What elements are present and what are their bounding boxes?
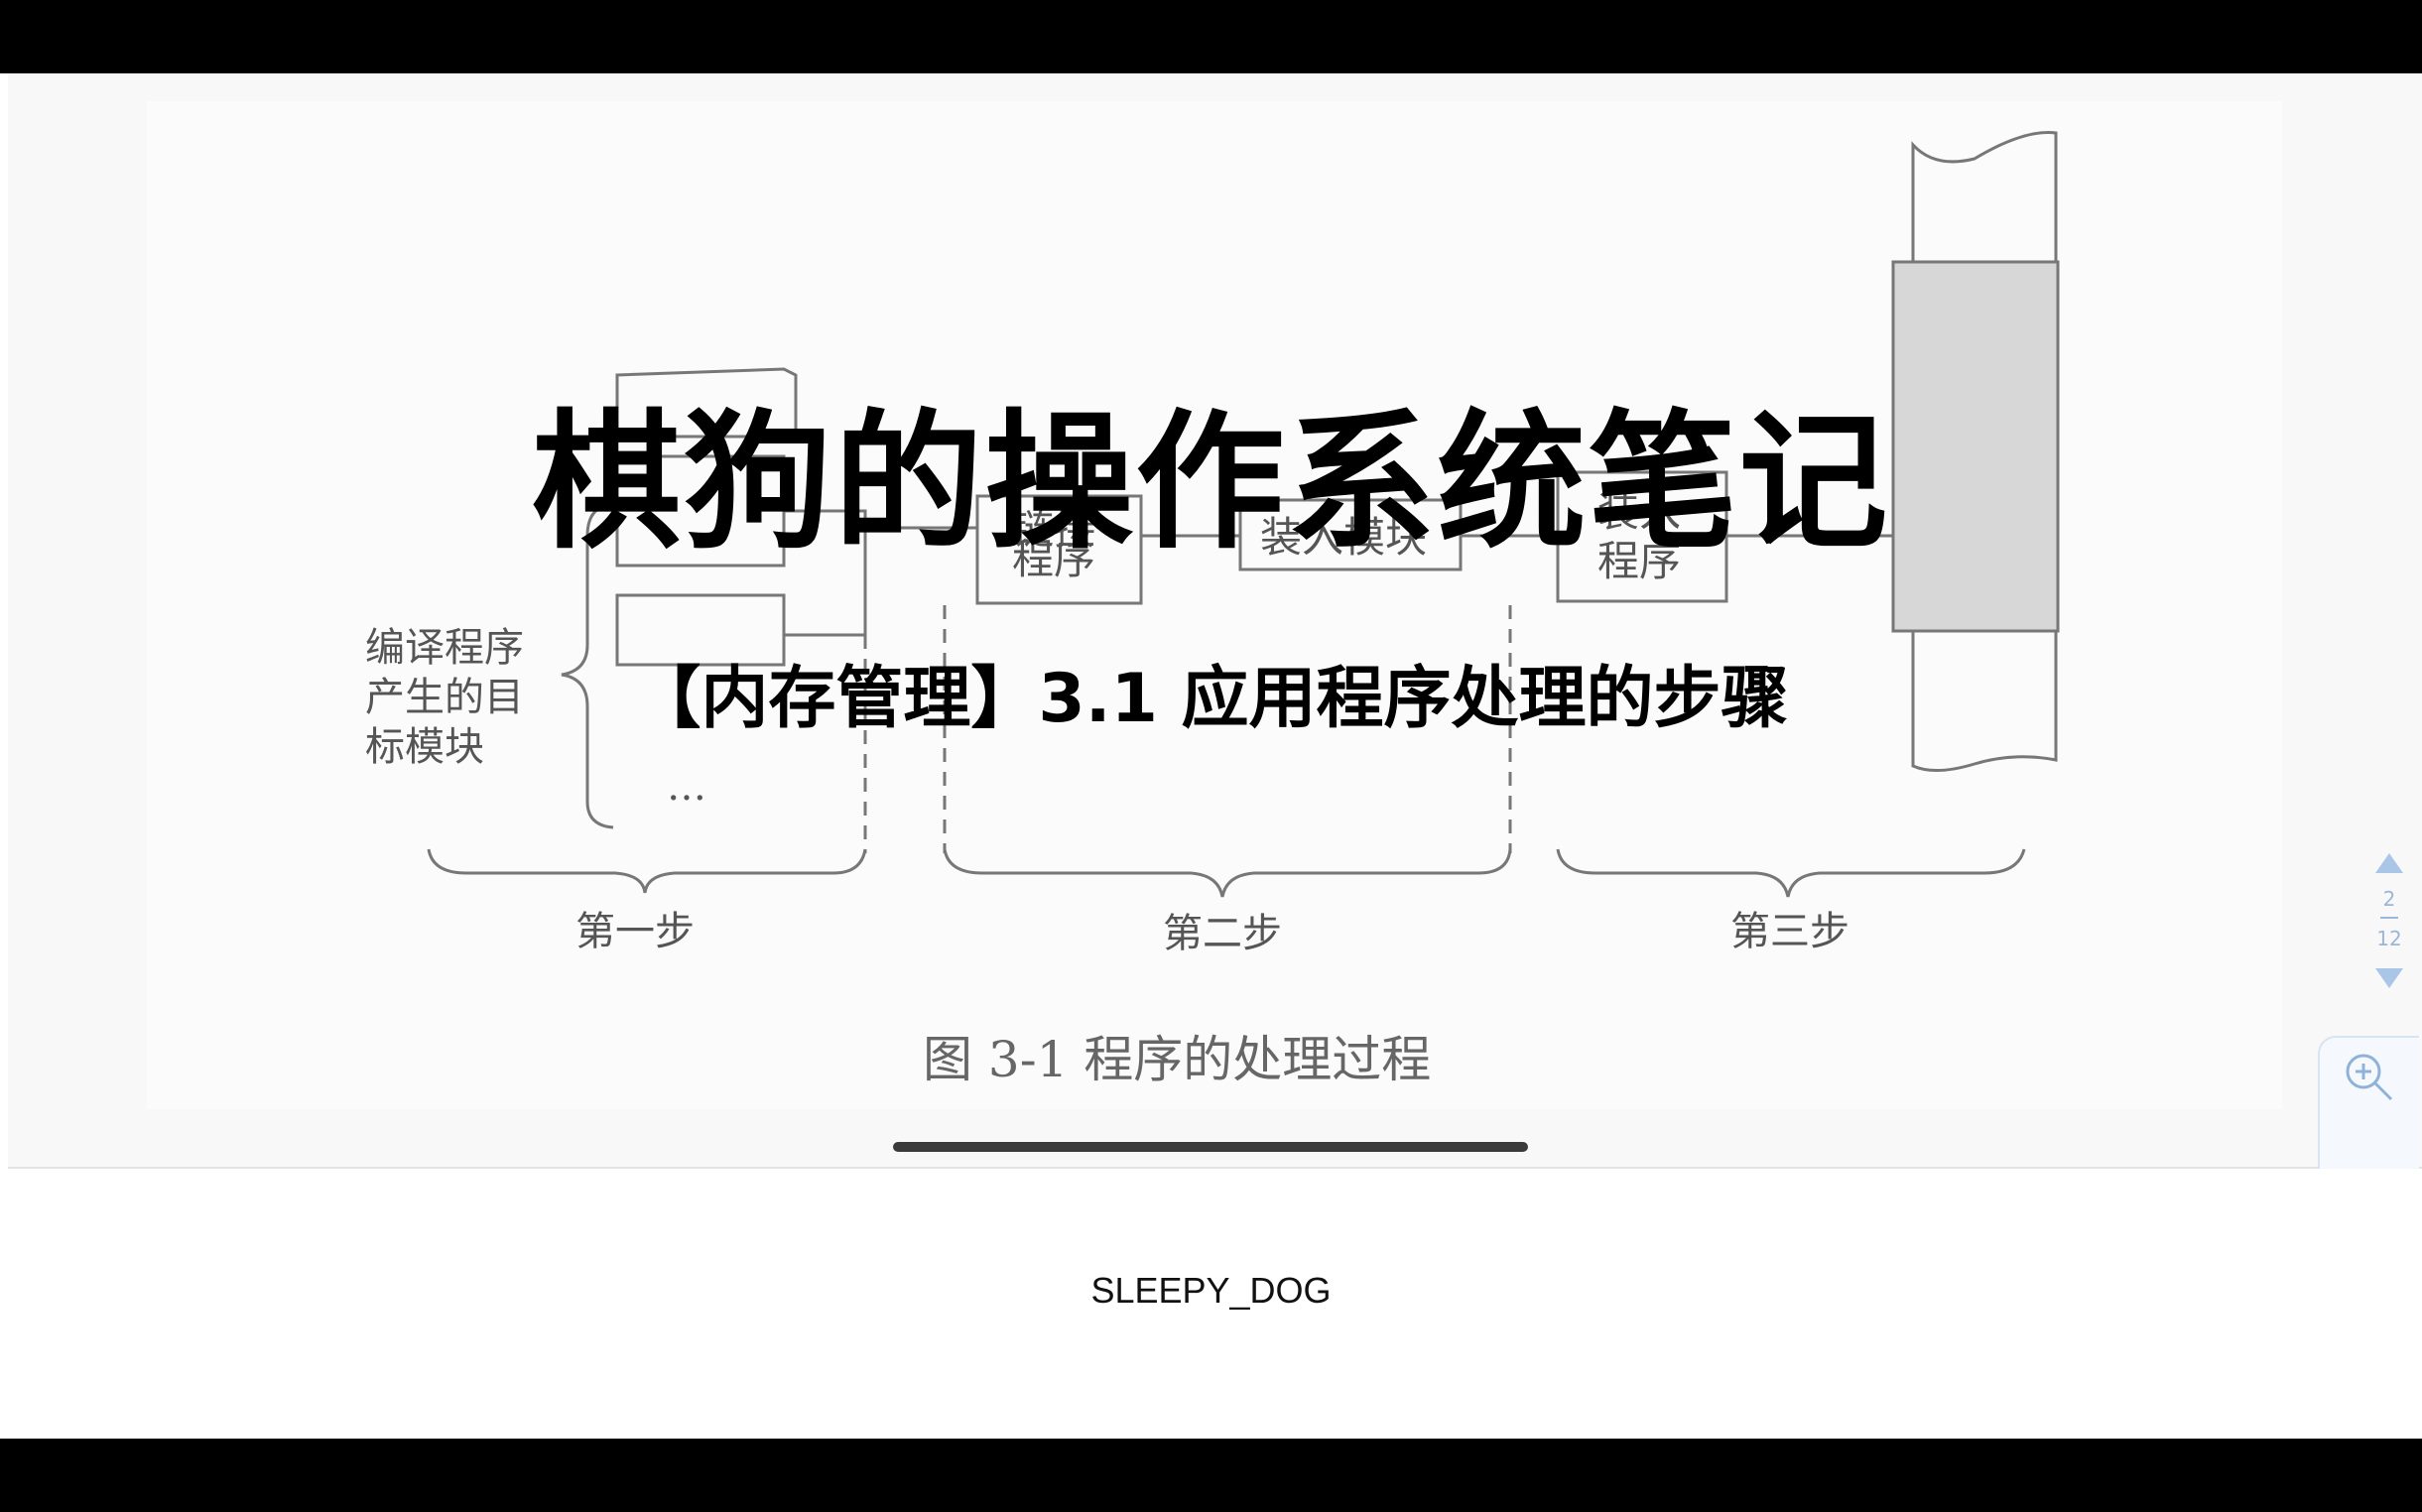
figure-caption: 图 3-1 程序的处理过程: [923, 1031, 1432, 1088]
figure-diagram: 编译程序 产生的目 标模块 … 链接 程序 装入模块 装入 程序 第一步 第二步…: [365, 131, 2060, 956]
step3-brace: [1556, 848, 2026, 898]
step3-label: 第三步: [1730, 909, 1849, 954]
step2-brace: [943, 848, 1512, 898]
module-link-lines: [784, 509, 867, 637]
page-navigator[interactable]: 2 12: [2367, 853, 2407, 992]
memory-column: [1911, 131, 2058, 773]
linker-box: [975, 494, 1143, 605]
page-up-arrow-icon[interactable]: [2375, 853, 2403, 873]
load-module-label: 装入模块: [1260, 513, 1427, 562]
process-figure: 编译程序 产生的目 标模块 … 链接 程序 装入模块 装入 程序 第一步 第二步…: [365, 131, 2060, 1088]
total-pages-number: 12: [2376, 927, 2402, 950]
modules-label-1: 编译程序: [365, 625, 524, 671]
modules-ellipsis: …: [667, 764, 706, 810]
memory-loaded-region: [1891, 260, 2060, 633]
zoom-in-icon[interactable]: [2342, 1050, 2397, 1105]
video-subtitle: 【内存管理】3.1 应用程序处理的步骤: [633, 660, 1789, 738]
step2-label: 第二步: [1163, 911, 1282, 956]
zoom-panel[interactable]: [2318, 1036, 2419, 1169]
module-box-3: [615, 593, 786, 667]
letterbox-bottom: [0, 1439, 2422, 1512]
step1-brace: [427, 848, 867, 894]
modules-brace: [561, 502, 614, 829]
modules-label-3: 标模块: [365, 724, 484, 770]
home-indicator[interactable]: [893, 1142, 1528, 1152]
linker-label-1: 链接: [1012, 505, 1095, 554]
modules-label-2: 产生的目: [365, 675, 524, 720]
loader-label-1: 装入: [1597, 487, 1681, 536]
page-down-arrow-icon[interactable]: [2375, 968, 2403, 988]
step1-label: 第一步: [575, 909, 695, 954]
page-separator: [2380, 917, 2398, 919]
current-page-number: 2: [2382, 887, 2396, 911]
letterbox-top: [0, 0, 2422, 73]
loader-label-2: 程序: [1597, 537, 1681, 585]
module-box-1: [615, 367, 798, 439]
video-title: 棋狗的操作系统笔记: [532, 397, 1890, 569]
channel-watermark: SLEEPY_DOG: [1090, 1270, 1332, 1311]
linker-label-2: 程序: [1012, 535, 1095, 583]
